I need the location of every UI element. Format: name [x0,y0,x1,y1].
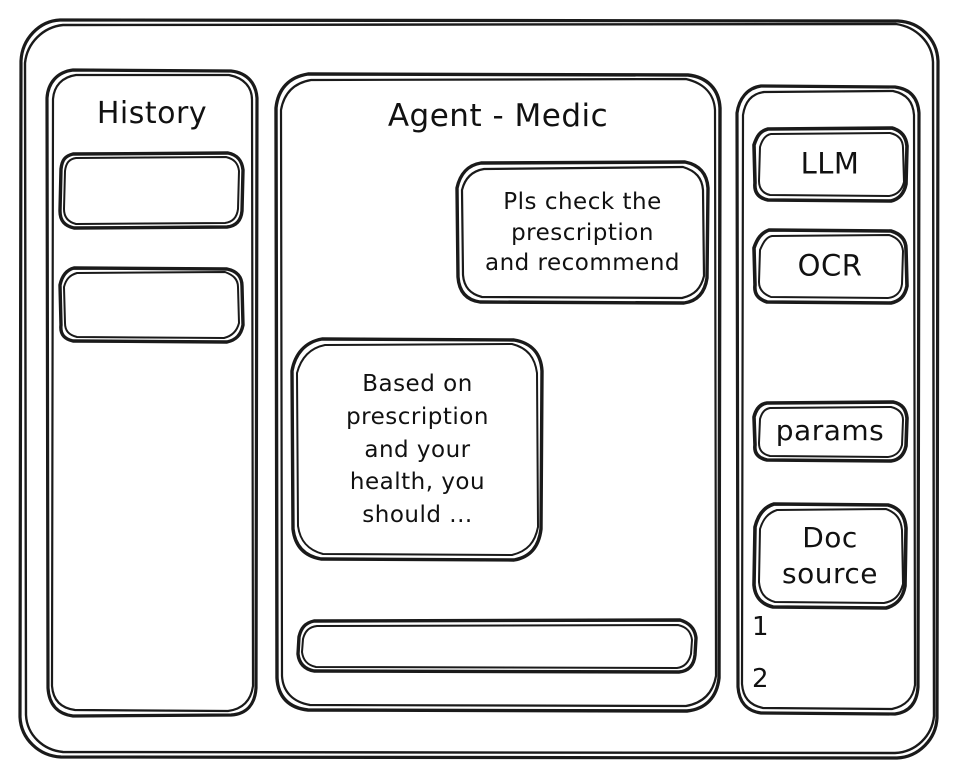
tool-button-label: params [775,413,885,447]
message-text-user: Pls check the prescription and recommend [484,189,681,277]
tool-button-ocr[interactable]: OCR [752,228,909,305]
history-item[interactable] [58,266,245,344]
tool-button-llm[interactable]: LLM [752,126,909,203]
history-title: History [96,96,208,131]
doc-source-item-2[interactable]: 2 [752,664,769,694]
message-bubble-user: Pls check the prescription and recommend [455,160,710,306]
tool-button-label: LLM [800,146,860,181]
message-text-agent: Based on prescription and your health, y… [346,371,489,528]
tool-button-params[interactable]: params [752,400,909,463]
tool-button-label: Doc source [782,521,878,590]
tool-button-label: OCR [797,248,863,283]
message-input[interactable] [296,618,698,674]
tool-button-doc-source[interactable]: Doc source [752,502,908,610]
message-bubble-agent: Based on prescription and your health, y… [290,337,545,563]
history-item[interactable] [58,151,245,230]
chat-title: Agent - Medic [387,98,609,134]
doc-source-item-1[interactable]: 1 [752,612,769,642]
